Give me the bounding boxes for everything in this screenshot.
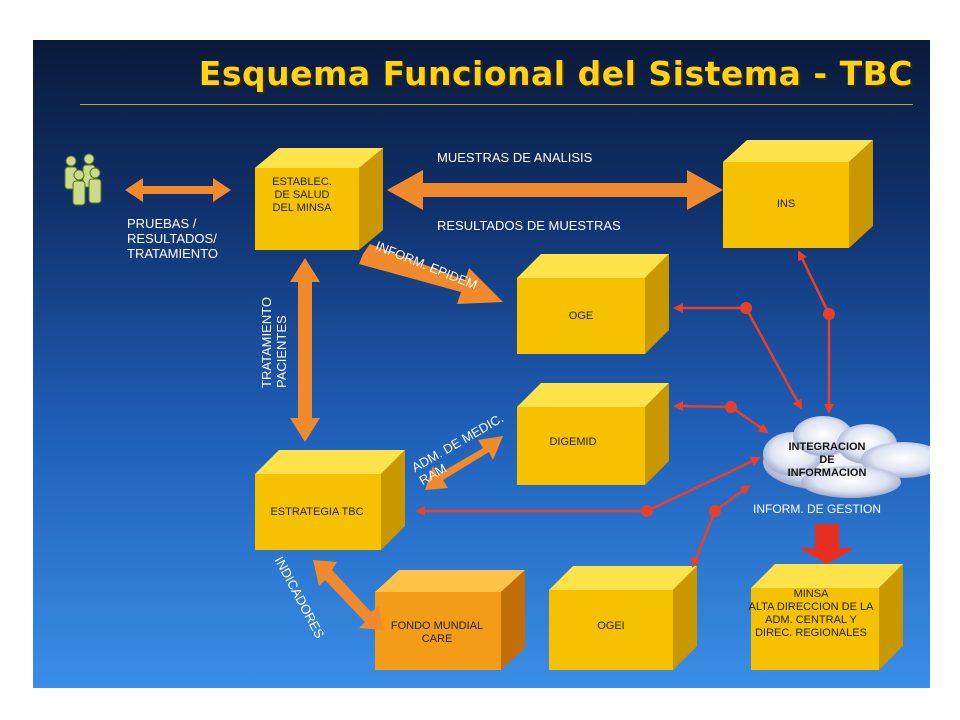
group-people-icon	[64, 153, 102, 206]
box-estrategia	[255, 450, 405, 550]
establec-label: ESTABLEC. DE SALUD DEL MINSA	[272, 176, 332, 214]
fondo-label: FONDO MUNDIAL CARE	[390, 620, 484, 645]
arrow-people-establec	[125, 178, 231, 202]
box-ins	[723, 140, 873, 248]
estrategia-label: ESTRATEGIA TBC	[270, 506, 364, 518]
label-muestras: MUESTRAS DE ANALISIS	[437, 150, 593, 165]
ogei-label: OGEI	[597, 620, 625, 632]
slide: Esquema Funcional del Sistema - TBC	[33, 40, 930, 688]
arrow-inform-epidem	[359, 244, 503, 304]
oge-label: OGE	[568, 310, 594, 322]
arrow-indicadores	[313, 560, 383, 630]
label-inform-gestion: INFORM. DE GESTION	[753, 502, 882, 516]
cloud-label: INTEGRACION DE INFORMACION	[787, 441, 867, 479]
box-minsa	[751, 564, 903, 670]
box-fondo	[375, 570, 525, 670]
box-oge	[517, 254, 669, 354]
digemid-label: DIGEMID	[549, 436, 597, 448]
connector-dots	[641, 302, 835, 517]
box-digemid	[517, 383, 669, 485]
arrow-adm-medic	[425, 436, 503, 490]
box-establec	[255, 148, 383, 250]
title-underline	[80, 104, 913, 105]
diagram-canvas	[64, 140, 930, 670]
orange-arrows	[125, 170, 855, 630]
slide-title: Esquema Funcional del Sistema - TBC	[198, 54, 913, 93]
cloud-integracion	[763, 416, 930, 498]
box-ogei	[549, 566, 697, 670]
ins-label: INS	[776, 198, 796, 210]
label-tratamiento: TRATAMIENTO PACIENTES	[259, 297, 289, 388]
label-pruebas: PRUEBAS / RESULTADOS/ TRATAMIENTO	[127, 216, 218, 261]
arrow-establec-ins	[387, 170, 723, 210]
arrow-tratamiento	[290, 258, 320, 442]
red-connectors	[415, 250, 834, 568]
arrow-to-minsa	[799, 524, 855, 564]
minsa-label: MINSA ALTA DIRECCION DE LA ADM. CENTRAL …	[748, 588, 874, 639]
label-resultados: RESULTADOS DE MUESTRAS	[437, 218, 621, 233]
